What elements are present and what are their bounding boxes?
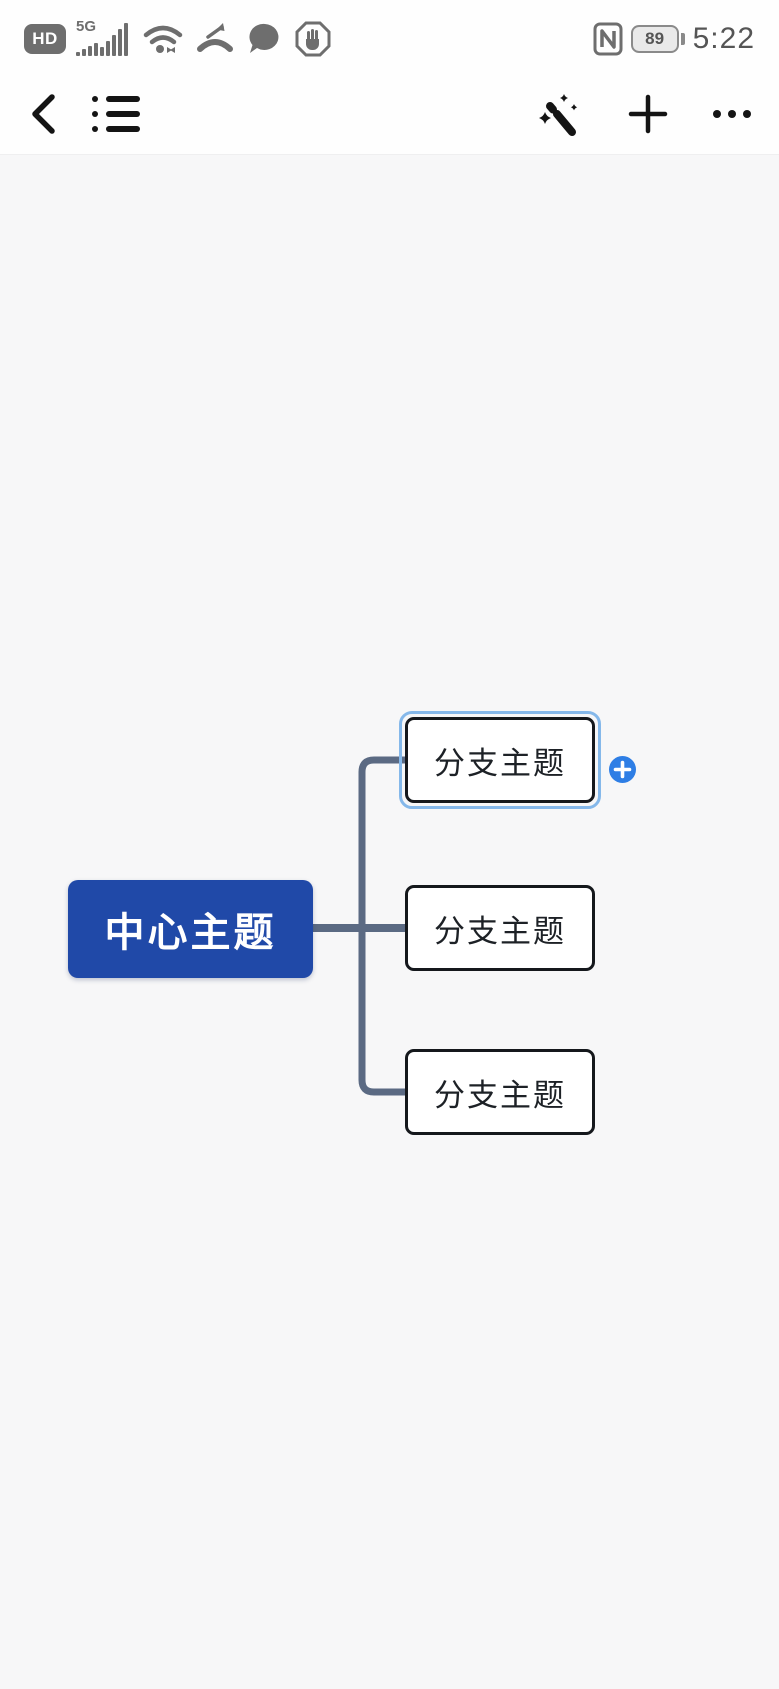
do-not-disturb-hand-icon xyxy=(295,21,331,57)
status-left-icons: HD 5G xyxy=(24,18,332,59)
status-bar: HD 5G xyxy=(0,14,779,64)
branch-topic-label: 分支主题 xyxy=(434,1077,566,1113)
signal-bars-sim2-icon xyxy=(76,43,98,56)
branch-topic-node[interactable]: 分支主题 xyxy=(405,1049,595,1135)
magic-wand-icon xyxy=(539,94,578,136)
clock-time: 5:22 xyxy=(692,22,755,55)
ellipsis-icon xyxy=(713,110,751,118)
outline-list-button[interactable] xyxy=(92,93,142,135)
branch-topic-label: 分支主题 xyxy=(434,745,566,781)
branch-topic-node-selected[interactable]: 分支主题 xyxy=(399,711,636,809)
add-child-node-button[interactable] xyxy=(609,756,636,783)
central-topic-node[interactable]: 中心主题 xyxy=(68,880,313,978)
add-node-toolbar-button[interactable] xyxy=(627,93,669,135)
app-header: HD 5G xyxy=(0,0,779,155)
cellular-signal-icon: 5G xyxy=(76,18,132,58)
signal-bars-sim1-icon xyxy=(100,23,128,56)
hd-badge-icon: HD xyxy=(24,24,66,54)
outline-list-icon xyxy=(92,93,142,135)
branch-topic-node[interactable]: 分支主题 xyxy=(405,885,595,971)
branch-topic-label: 分支主题 xyxy=(434,913,566,949)
status-right-icons: 89 5:22 xyxy=(593,22,755,56)
magic-wand-button[interactable] xyxy=(535,90,583,138)
more-options-button[interactable] xyxy=(713,110,751,118)
battery-icon: 89 xyxy=(630,25,685,53)
mindmap-canvas[interactable]: 中心主题 分支主题 分支主题 分支主题 xyxy=(0,155,779,1689)
missed-call-icon xyxy=(197,23,233,52)
network-type-label: 5G xyxy=(76,18,97,35)
chevron-left-icon xyxy=(32,94,55,134)
battery-percent: 89 xyxy=(630,25,679,53)
plus-circle-icon xyxy=(613,760,632,779)
wifi-icon xyxy=(143,25,183,53)
nfc-icon xyxy=(593,22,623,56)
toolbar xyxy=(0,78,779,150)
chat-bubble-icon xyxy=(249,23,279,53)
central-topic-label: 中心主题 xyxy=(104,911,277,955)
back-button[interactable] xyxy=(28,92,58,136)
plus-icon xyxy=(628,94,668,134)
